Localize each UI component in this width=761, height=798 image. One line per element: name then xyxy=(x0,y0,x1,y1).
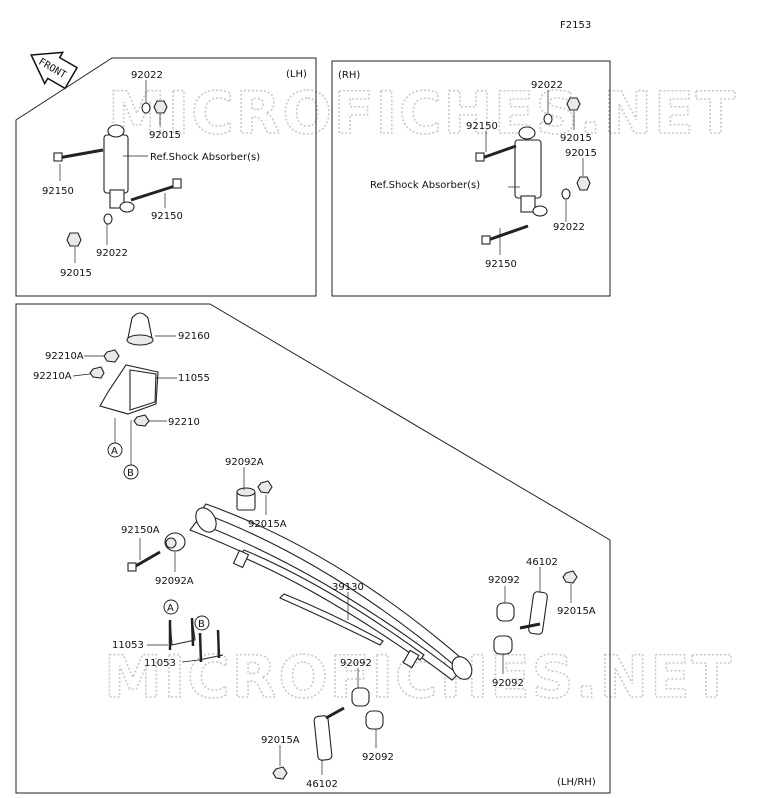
callout-92160: 92160 xyxy=(178,331,210,342)
svg-text:B: B xyxy=(127,468,134,479)
washer-92022-rh-bottom xyxy=(561,188,571,200)
bushing-92092A-top xyxy=(236,487,256,511)
svg-text:A: A xyxy=(111,446,118,457)
washer-92022-rh-top xyxy=(543,113,553,125)
callout-92210: 92210 xyxy=(168,417,200,428)
leaf-spring-39130 xyxy=(189,503,473,681)
bolt-92150-lh-top xyxy=(53,148,104,162)
nut-92210A-bottom xyxy=(89,366,105,379)
callout-92150-lh-bottom: 92150 xyxy=(151,211,183,222)
marker-b-ubolt: B xyxy=(194,615,210,631)
panel-rh: (RH) 92022 92150 92015 92015 Ref.Sho xyxy=(331,60,611,297)
callout-92092-2: 92092 xyxy=(492,678,524,689)
callout-92022-lh-top: 92022 xyxy=(131,70,163,81)
callout-11053-1: 11053 xyxy=(112,640,144,651)
callout-46102-2: 46102 xyxy=(306,779,338,790)
callout-92210A-2: 92210A xyxy=(33,371,72,382)
ref-shock-rh: Ref.Shock Absorber(s) xyxy=(370,180,480,191)
front-arrow-icon: FRONT xyxy=(30,51,79,90)
callout-92015-rh-top: 92015 xyxy=(560,133,592,144)
bracket-11055 xyxy=(99,364,159,415)
nut-92210A-top xyxy=(103,349,120,363)
nut-92015A-rear xyxy=(562,570,578,584)
svg-text:B: B xyxy=(198,619,205,630)
callout-92022-rh-bottom: 92022 xyxy=(553,222,585,233)
u-bolt-11053-a xyxy=(168,617,196,650)
callout-46102-1: 46102 xyxy=(526,557,558,568)
svg-text:A: A xyxy=(167,603,174,614)
callout-92092-4: 92092 xyxy=(362,752,394,763)
callout-92022-lh-bottom: 92022 xyxy=(96,248,128,259)
nut-92015-rh-bottom xyxy=(576,176,591,191)
panel-rh-tag: (RH) xyxy=(338,70,360,81)
ref-shock-lh: Ref.Shock Absorber(s) xyxy=(150,152,260,163)
marker-a-ubolt: A xyxy=(163,599,179,615)
panel-lh-frame xyxy=(15,57,317,297)
nut-92015-lh-top xyxy=(153,100,168,114)
panel-rh-frame xyxy=(331,60,611,297)
washer-92022-lh-bottom xyxy=(103,213,113,225)
callout-92015-rh-mid: 92015 xyxy=(565,148,597,159)
u-bolt-11053-b xyxy=(198,629,224,663)
panel-lh: (LH) 92022 92015 Ref.Sho xyxy=(15,57,317,297)
callout-92092-1: 92092 xyxy=(488,575,520,586)
callout-92092A-1: 92092A xyxy=(225,457,264,468)
callout-92210A-1: 92210A xyxy=(45,351,84,362)
callout-92015A-3: 92015A xyxy=(261,735,300,746)
shock-absorber-rh xyxy=(514,126,548,217)
figure-code: F2153 xyxy=(560,20,591,31)
washer-92022-lh-top xyxy=(141,102,151,114)
callout-92150-lh-top: 92150 xyxy=(42,186,74,197)
callout-92022-rh-top: 92022 xyxy=(531,80,563,91)
nut-92015-lh-bottom xyxy=(66,232,82,247)
bump-stop-92160 xyxy=(126,312,154,346)
shock-absorber-lh xyxy=(103,124,135,213)
bolt-92150-rh-bottom xyxy=(481,224,529,245)
callout-92092A-2: 92092A xyxy=(155,576,194,587)
nut-92015A-top xyxy=(257,480,273,494)
bolt-92150-rh-top xyxy=(475,144,517,162)
callout-92150-rh-bottom: 92150 xyxy=(485,259,517,270)
nut-92210 xyxy=(133,414,150,427)
panel-bottom-frame xyxy=(15,303,611,794)
bushing-92092-rear-bottom xyxy=(493,635,513,655)
marker-a-bracket: A xyxy=(107,442,123,458)
panel-bottom-tag: (LH/RH) xyxy=(557,777,596,788)
callout-92015A-2: 92015A xyxy=(557,606,596,617)
bushing-92092-front-top xyxy=(351,687,370,707)
panel-lh-tag: (LH) xyxy=(286,69,307,80)
nut-92015A-front xyxy=(272,766,288,780)
callout-92150-rh-top: 92150 xyxy=(466,121,498,132)
callout-92092-3: 92092 xyxy=(340,658,372,669)
shackle-46102-rear xyxy=(519,591,548,635)
watermark-top: MICROFICHES.NET xyxy=(108,79,737,147)
bushing-92092A-side xyxy=(164,532,186,552)
callout-92015-lh-bottom: 92015 xyxy=(60,268,92,279)
callout-92015-lh-top: 92015 xyxy=(149,130,181,141)
bolt-92150-lh-bottom xyxy=(130,178,182,202)
nut-92015-rh-top xyxy=(566,97,581,111)
shackle-46102-front xyxy=(313,706,345,761)
bushing-92092-rear-top xyxy=(496,602,515,622)
callout-92150A: 92150A xyxy=(121,525,160,536)
bolt-92150A xyxy=(127,550,161,572)
callout-11055: 11055 xyxy=(178,373,210,384)
panel-leaf-spring: (LH/RH) 92160 92210A 92210A 11055 92210 … xyxy=(15,303,611,794)
marker-b-bracket: B xyxy=(123,464,139,480)
callout-39130: 39130 xyxy=(332,582,364,593)
bushing-92092-front-bottom xyxy=(365,710,384,730)
callout-92015A-1: 92015A xyxy=(248,519,287,530)
callout-11053-2: 11053 xyxy=(144,658,176,669)
